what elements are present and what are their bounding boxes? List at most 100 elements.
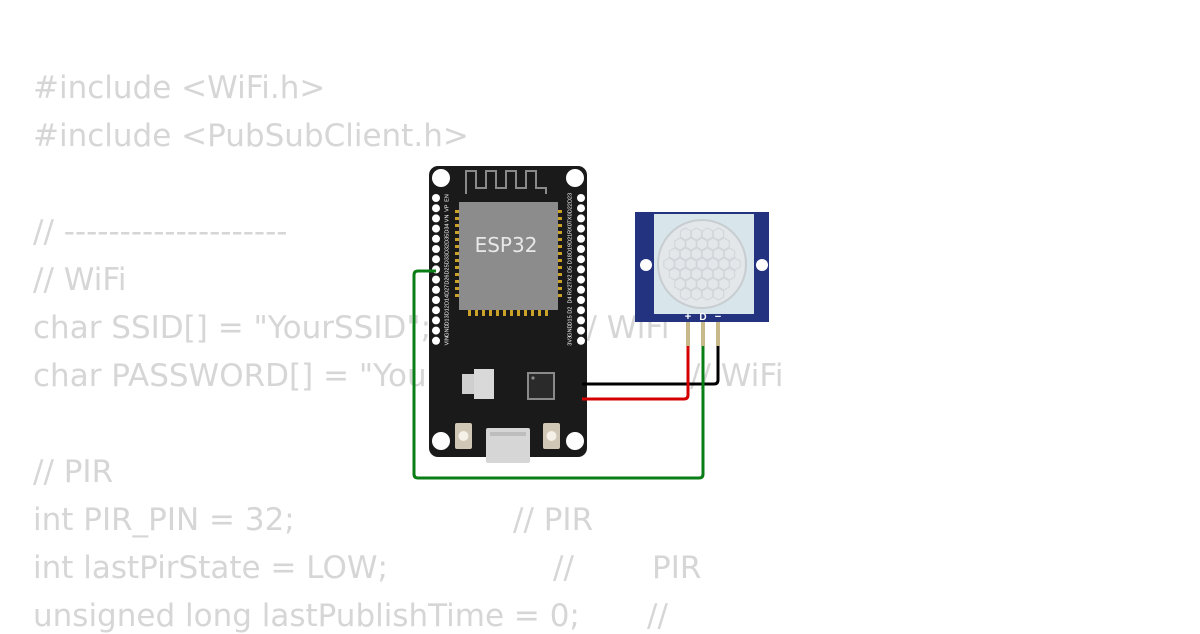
fresnel-cell: [718, 237, 730, 251]
fresnel-cell: [685, 277, 697, 291]
pin-label-rx0: RX0: [567, 223, 573, 234]
module-pad: [455, 217, 460, 220]
pin-label-d12: D12: [444, 305, 450, 315]
module-pad: [475, 310, 478, 316]
left-pin-labels: ENVPVND34D35D32D33D25D26D27D14D12D13GNDV…: [444, 194, 450, 345]
code-line-11: int lastPirState = LOW;: [33, 550, 388, 586]
pin-label-d27: D27: [444, 285, 450, 295]
pir-motion-sensor[interactable]: + D −: [635, 212, 769, 346]
pin-rx2[interactable]: [577, 285, 585, 294]
pin-d15[interactable]: [577, 316, 585, 325]
pin-label-d14: D14: [444, 295, 450, 305]
fresnel-cell: [679, 227, 692, 241]
pin-gnd[interactable]: [432, 326, 440, 335]
wire-ground[interactable]: [582, 346, 720, 386]
pin-label-d15: D15: [567, 315, 573, 325]
pin-d14[interactable]: [432, 296, 440, 304]
module-pad: [468, 310, 471, 316]
fresnel-cell: [707, 237, 719, 251]
fresnel-cell: [718, 277, 730, 291]
pin-d21[interactable]: [577, 234, 585, 243]
module-pad: [557, 287, 562, 290]
module-pad: [557, 266, 562, 269]
pin-d27[interactable]: [432, 285, 440, 294]
voltage-regulator: [474, 369, 494, 399]
pin-vin[interactable]: [432, 336, 440, 345]
fresnel-cell: [723, 267, 736, 281]
code-line-4: // --------------------: [33, 214, 288, 250]
module-pad: [496, 310, 499, 316]
fresnel-cell: [674, 237, 686, 251]
pin-d32[interactable]: [432, 245, 440, 253]
module-pad: [455, 252, 460, 255]
fresnel-cell: [679, 287, 692, 301]
pin-3v3[interactable]: [577, 336, 585, 345]
code-line-6: char SSID[] = "YourSSID";: [33, 310, 432, 346]
pin-label-en: EN: [444, 194, 450, 202]
pin-label-d33: D33: [444, 254, 450, 264]
usb-uart-chip: [527, 372, 555, 400]
pir-pin-gnd: [716, 322, 720, 346]
pin-d23[interactable]: [577, 194, 585, 202]
module-pad: [455, 231, 460, 234]
module-pad: [557, 245, 562, 248]
pin-d18[interactable]: [577, 255, 585, 264]
pin-d12[interactable]: [432, 306, 440, 315]
mounting-hole: [566, 169, 584, 187]
module-pad: [557, 280, 562, 283]
module-pad: [503, 310, 506, 316]
pin-label-d23: D23: [567, 193, 573, 203]
pin-rx0[interactable]: [577, 224, 585, 233]
en-button[interactable]: [455, 423, 472, 449]
pin-d33[interactable]: [432, 255, 440, 264]
pin-d35[interactable]: [432, 234, 440, 243]
pir-pin-vcc: [686, 322, 690, 346]
module-pad: [557, 224, 562, 227]
fresnel-cell: [712, 227, 725, 241]
fresnel-cell: [663, 257, 675, 271]
pin-label-d4: D4: [567, 296, 573, 303]
pin-d2[interactable]: [577, 306, 585, 315]
pin-label-tx0: TX0: [567, 213, 573, 223]
code-line-12: unsigned long lastPublishTime = 0;: [33, 598, 580, 634]
boot-button[interactable]: [543, 423, 560, 449]
code-comment-publish: //: [647, 598, 668, 634]
pin-d22[interactable]: [577, 204, 585, 213]
pin-vn[interactable]: [432, 214, 440, 223]
pin-d19[interactable]: [577, 245, 585, 253]
wire-signal[interactable]: [412, 269, 705, 480]
pin-label-rx2: RX2: [567, 284, 573, 295]
fresnel-cell: [685, 237, 697, 251]
pin-label-d34: D34: [444, 224, 450, 234]
mounting-hole: [432, 169, 450, 187]
module-pad: [455, 280, 460, 283]
module-pad: [489, 310, 492, 316]
module-pad: [557, 273, 562, 276]
pin-label-vin: VIN: [444, 336, 450, 345]
module-pad: [482, 310, 485, 316]
pin-d4[interactable]: [577, 296, 585, 304]
pin-gnd[interactable]: [577, 326, 585, 335]
fresnel-cell: [701, 267, 714, 281]
wire-power[interactable]: [582, 346, 690, 401]
micro-usb-port[interactable]: [486, 428, 530, 463]
pin-en[interactable]: [432, 194, 440, 202]
regulator-tab: [462, 374, 476, 394]
pir-mounting-hole: [640, 259, 652, 271]
module-pad: [455, 273, 460, 276]
esp32-board[interactable]: ESP32 ENVPVND34D35D32D33D25D26D27D14D12D…: [429, 166, 587, 463]
pin-d13[interactable]: [432, 316, 440, 325]
fresnel-cell: [690, 287, 703, 301]
mounting-hole: [432, 432, 450, 450]
pin-tx2[interactable]: [577, 275, 585, 284]
pin-tx0[interactable]: [577, 214, 585, 223]
fresnel-cell: [685, 257, 697, 271]
pin-d26[interactable]: [432, 275, 440, 284]
fresnel-cell: [729, 257, 741, 271]
pin-label-d35: D35: [444, 234, 450, 244]
pin-vp[interactable]: [432, 204, 440, 213]
pin-label-vn: VN: [444, 215, 450, 223]
pin-d5[interactable]: [577, 265, 585, 274]
code-comment-last-pir: //: [553, 550, 574, 586]
pin-d34[interactable]: [432, 224, 440, 233]
